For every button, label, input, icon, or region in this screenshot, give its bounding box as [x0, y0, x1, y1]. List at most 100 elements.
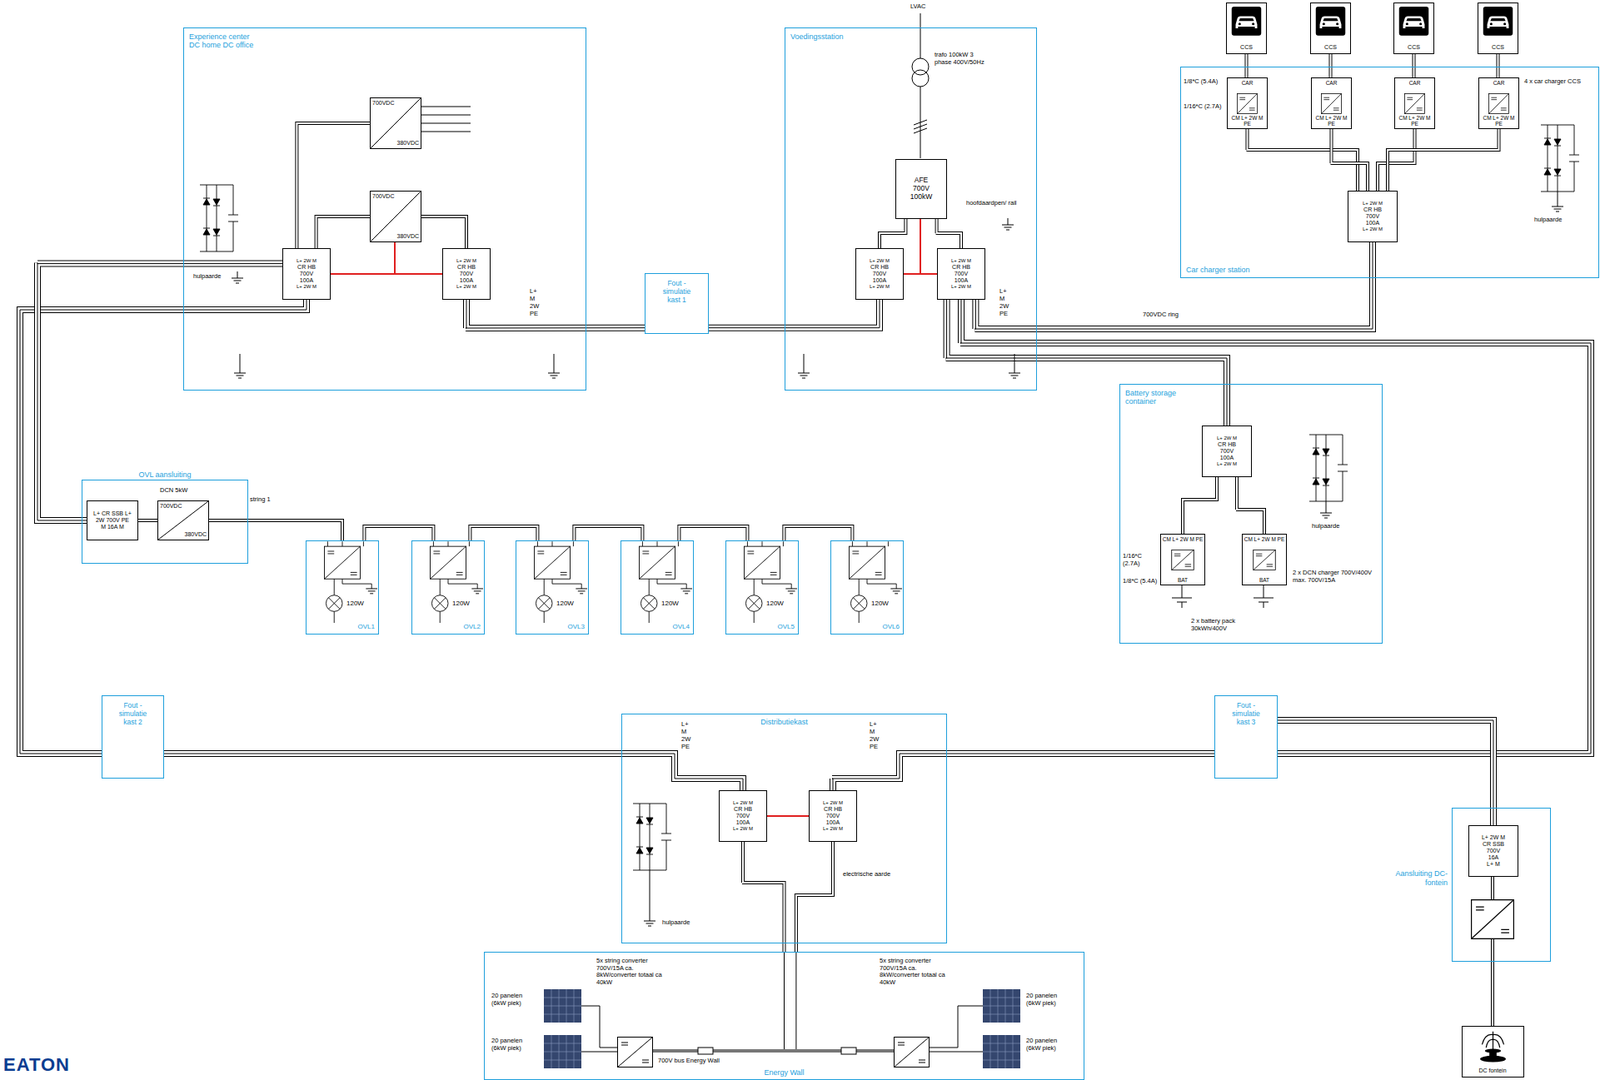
schematic-part: [548, 366, 560, 379]
region-title: Distributiekast: [622, 717, 947, 727]
breaker-label: L+ 2W M: [456, 284, 477, 290]
charger-label: CAR: [1227, 79, 1267, 86]
transformer-symbol: [912, 58, 929, 87]
connector-stroke: [974, 242, 1373, 329]
connector-stroke: [37, 263, 283, 521]
wire-connector: [363, 526, 434, 541]
box-label: Fout - simulatie kast 1: [657, 279, 697, 305]
breaker-label: L+ 2W M: [951, 258, 972, 265]
connector-stroke: [974, 242, 1373, 329]
cable-connector: [164, 753, 743, 791]
annotation-label: PE: [529, 310, 539, 319]
wire-connector: [573, 526, 643, 541]
connector-stroke: [1246, 54, 1248, 78]
breaker-label: 100A: [954, 277, 968, 285]
connector-stroke: [1377, 129, 1416, 191]
connector-stroke: [832, 753, 1215, 791]
converter-symbol: [618, 900, 1515, 1068]
annotation-label: PE: [681, 743, 690, 752]
street-light-box: 120WOVL5: [725, 540, 799, 635]
annotation-label: 700VDC ring: [1142, 311, 1179, 320]
charger-box: CARCM L+ 2W M PE: [1394, 77, 1436, 130]
charger-box: CM L+ 2W M PEBAT: [1160, 533, 1206, 586]
connector-stroke: [879, 219, 906, 249]
connector-stroke: [767, 815, 809, 818]
region-panel: 700VDC380VDC700VDC380VDCL+ 2W MCR HB700V…: [183, 27, 587, 391]
ovl-symbol: [306, 541, 379, 634]
converter-box: 700VDC380VDC: [369, 190, 422, 243]
wire-connector: [796, 842, 833, 953]
company-logo: EATON: [3, 1054, 70, 1076]
charger-label: CAR: [1479, 79, 1519, 86]
wire-connector: [1236, 477, 1265, 534]
breaker-label: 700V: [459, 270, 474, 278]
annotation-label: 700V bus Energy Wall: [657, 1057, 720, 1066]
voltage-label: 380VDC: [397, 139, 419, 147]
connector-stroke: [37, 263, 283, 521]
charger-label: CM L+ 2W M PE: [1242, 536, 1286, 543]
communication-line: [394, 218, 921, 274]
connector-stroke: [742, 842, 785, 953]
schematic-part: [1320, 506, 1332, 519]
connector-stroke: [946, 299, 1227, 426]
light-label: 120W: [556, 600, 574, 609]
connector-stroke: [796, 842, 833, 953]
earth-symbol: [231, 199, 1564, 927]
annotation-label: 2 x battery pack 30kWh/400V: [1191, 618, 1254, 633]
schematic-part: [982, 1035, 1021, 1069]
annotation-label: 5x string converter 700V/15A ca. 8kW/con…: [596, 957, 676, 987]
breaker-label: L+ 2W M: [732, 826, 753, 833]
charger-label: CM L+ 2W M PE: [1479, 114, 1519, 127]
region-panel: CARCM L+ 2W M PECARCM L+ 2W M PECARCM L+…: [1180, 66, 1600, 279]
connector-stroke: [742, 842, 785, 953]
connector-stroke: [1330, 54, 1332, 78]
afe-label: 100kW: [910, 193, 933, 202]
schematic-part: [841, 1047, 857, 1055]
connector-stroke: [1492, 877, 1494, 1027]
charger-label: BAT: [1161, 577, 1205, 584]
schematic-part: [231, 271, 244, 284]
chg-symbol: [1489, 93, 1510, 114]
breaker-label: CR HB: [297, 264, 316, 271]
ovl-symbol: [744, 541, 798, 624]
light-label: 120W: [661, 600, 679, 609]
voltage-label: 700VDC: [372, 193, 394, 200]
connector-stroke: [465, 299, 645, 329]
cable-connector: [960, 299, 1591, 754]
connector-stroke: [1182, 477, 1217, 534]
connector-stroke: [1246, 129, 1359, 191]
breaker-label: 700V: [954, 270, 968, 278]
wire-connector: [1246, 129, 1359, 191]
breaker-label: 700V: [1220, 448, 1234, 455]
annotation-label: 2 x DCN charger 700V/400V max. 700V/15A: [1292, 569, 1376, 584]
connector-stroke: [1377, 129, 1416, 191]
annotation-label: hulpaarde: [1311, 523, 1340, 531]
connector-stroke: [209, 520, 343, 541]
connector-stroke: [960, 299, 1591, 754]
annotation-label: electrische aarde: [842, 871, 891, 879]
chg-symbol: [1171, 549, 1195, 570]
schematic-part: [1471, 900, 1515, 940]
charger-box: CM L+ 2W M PEBAT: [1241, 533, 1287, 586]
conv-symbol: [158, 501, 209, 540]
breaker-label: L+ 2W M: [1362, 200, 1383, 207]
ovl-symbol: [412, 541, 484, 634]
chg-symbol: [1237, 93, 1258, 114]
cable-connector: [946, 299, 1227, 426]
light-label: OVL6: [882, 623, 900, 632]
breaker-label: L+ 2W M: [1216, 435, 1237, 442]
wire-connector: [1330, 129, 1369, 191]
annotation-label: M: [869, 728, 875, 737]
connector-stroke: [946, 299, 1227, 426]
wire-connector: [742, 842, 785, 953]
connector-stroke: [1182, 477, 1217, 534]
converter-box: 700VDC380VDC: [369, 97, 422, 150]
schematic-part: [1551, 199, 1564, 212]
light-label: OVL1: [358, 623, 375, 632]
ovl-symbol: [516, 541, 589, 634]
region-title: OVL aansluiting: [82, 470, 248, 479]
breaker-box: L+ CR SSB L+2W 700V PEM 16A M: [86, 500, 139, 541]
connector-stroke: [1277, 720, 1494, 826]
breaker-label: 100A: [826, 819, 840, 827]
breaker-box: L+ 2W MCR HB700V100AL+ 2W M: [937, 248, 986, 300]
